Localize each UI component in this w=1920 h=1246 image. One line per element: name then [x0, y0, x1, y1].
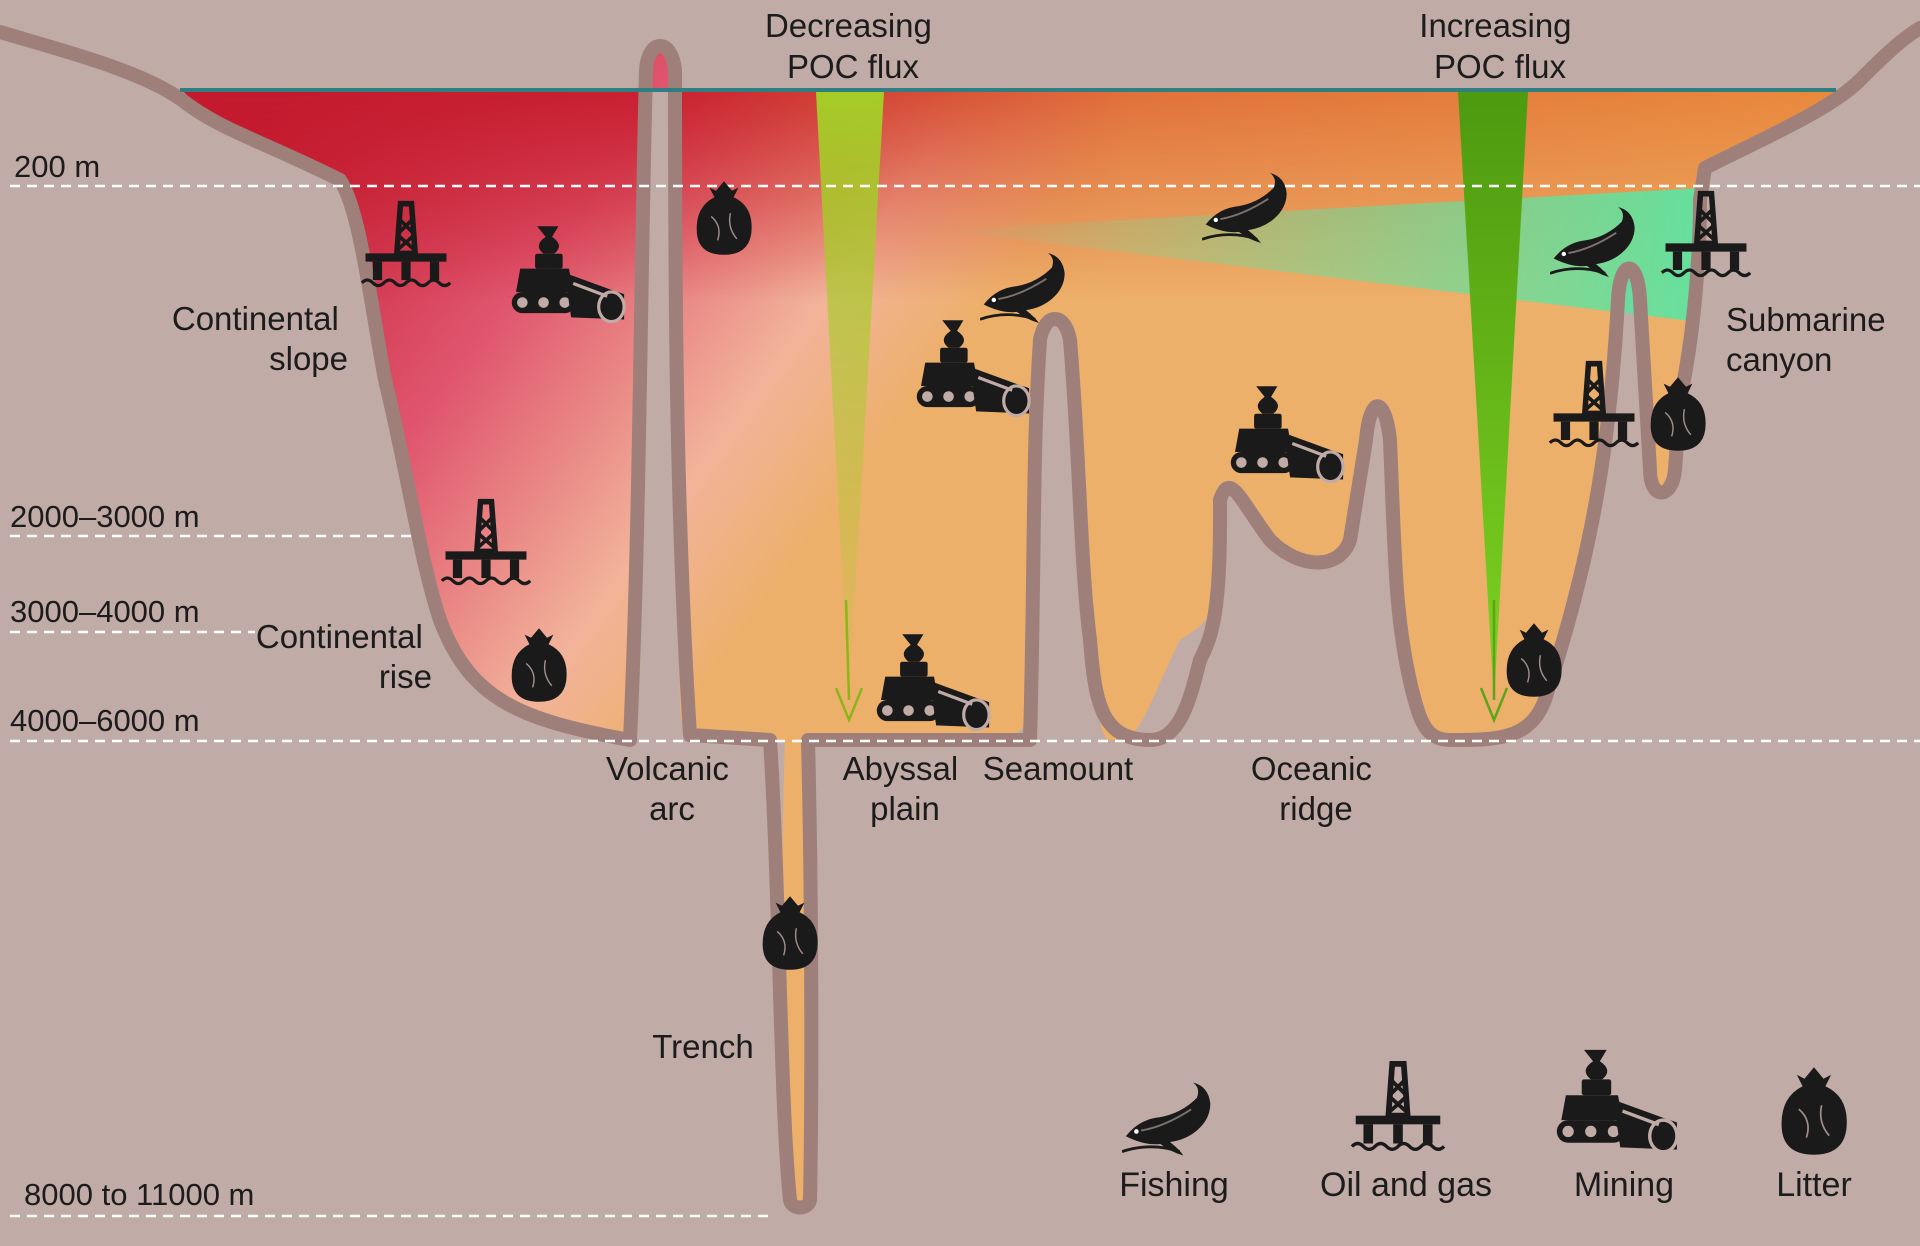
legend-label-oil-gas: Oil and gas — [1320, 1166, 1492, 1204]
depth-label-4000: 4000–6000 m — [10, 703, 200, 738]
depth-label-2000: 2000–3000 m — [10, 499, 200, 534]
legend-label-fishing: Fishing — [1119, 1166, 1229, 1204]
legend-label-litter: Litter — [1776, 1166, 1852, 1204]
depth-label-3000: 3000–4000 m — [10, 594, 200, 629]
depth-label-200: 200 m — [14, 149, 100, 184]
depth-label-8000: 8000 to 11000 m — [24, 1177, 254, 1212]
legend-label-mining: Mining — [1574, 1166, 1674, 1204]
seamount-label: Seamount — [983, 750, 1133, 787]
trench-label: Trench — [652, 1028, 753, 1065]
